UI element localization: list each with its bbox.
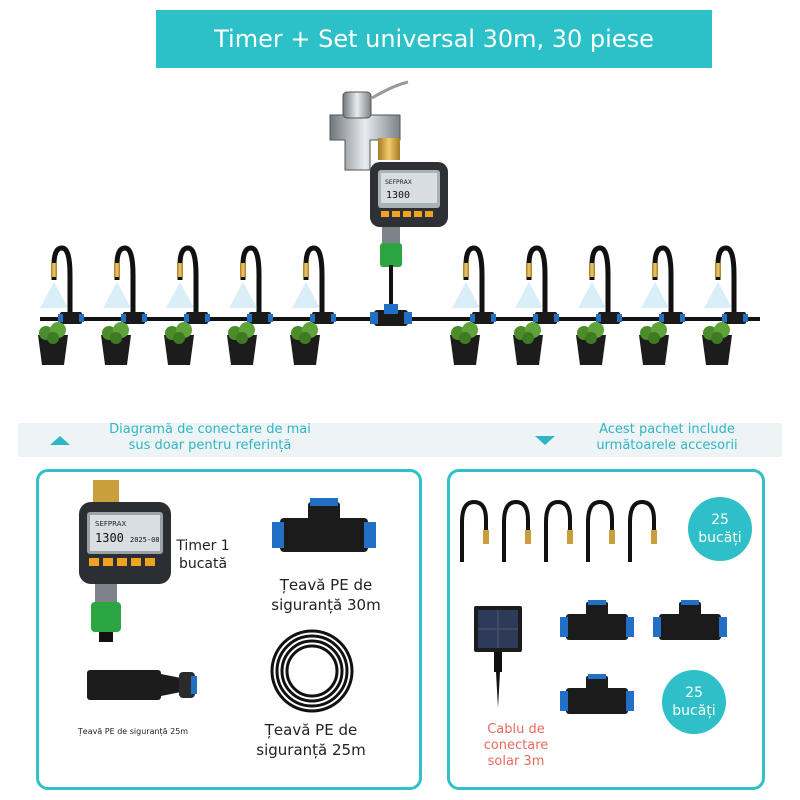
sprinkler-unit bbox=[38, 245, 84, 365]
solar-panel-icon bbox=[474, 606, 522, 708]
nozzles-count-text: 25 bucăți bbox=[698, 512, 742, 546]
nozzle-hoses-icon bbox=[460, 499, 657, 564]
connector-label: Țeavă PE de siguranță 25m bbox=[77, 727, 189, 736]
timer-label: Timer 1 bucată bbox=[176, 538, 230, 572]
solar-label: Cablu de conectare solar 3m bbox=[483, 722, 549, 769]
banner-title: Timer + Set universal 30m, 30 piese bbox=[214, 25, 654, 53]
title-banner: Timer + Set universal 30m, 30 piese bbox=[156, 10, 712, 68]
faucet-icon bbox=[329, 80, 409, 171]
end-plug-icon bbox=[87, 670, 197, 700]
arrow-down-icon bbox=[535, 436, 555, 445]
tees-count-text: 25 bucăți bbox=[672, 685, 716, 719]
tee-icon bbox=[560, 600, 634, 640]
connection-diagram: SEFPRAX 1300 bbox=[38, 80, 760, 410]
timer-device-icon: SEFPRAX 1300 bbox=[370, 162, 448, 267]
timer-brand-text: SEFPRAX bbox=[95, 520, 126, 528]
tee-icon bbox=[653, 600, 727, 640]
hose-label: Țeavă PE de siguranță 25m bbox=[256, 721, 366, 759]
tee-label: Țeavă PE de siguranță 30m bbox=[271, 576, 381, 614]
tees-count-badge: 25 bucăți bbox=[662, 670, 726, 734]
nozzles-count-badge: 25 bucăți bbox=[688, 497, 752, 561]
hose-coil-icon bbox=[270, 629, 354, 713]
sprinkler-row bbox=[38, 245, 84, 365]
timer-time-text: 1300 bbox=[95, 531, 124, 545]
tee-icon bbox=[560, 674, 634, 714]
info-strip bbox=[18, 423, 782, 457]
diagram-timer-time: 1300 bbox=[386, 190, 410, 201]
arrow-up-icon bbox=[50, 436, 70, 445]
strip-left-text: Diagramă de conectare de mai sus doar pe… bbox=[109, 422, 311, 453]
diagram-timer-brand: SEFPRAX bbox=[385, 179, 412, 186]
timer-date-text: 2025-08 bbox=[130, 536, 160, 544]
timer-product-icon: SEFPRAX 1300 2025-08 bbox=[79, 480, 171, 642]
tee-connector-icon bbox=[272, 498, 376, 552]
strip-right-text: Acest pachet include următoarele accesor… bbox=[596, 422, 738, 453]
center-tee-icon bbox=[370, 304, 412, 326]
